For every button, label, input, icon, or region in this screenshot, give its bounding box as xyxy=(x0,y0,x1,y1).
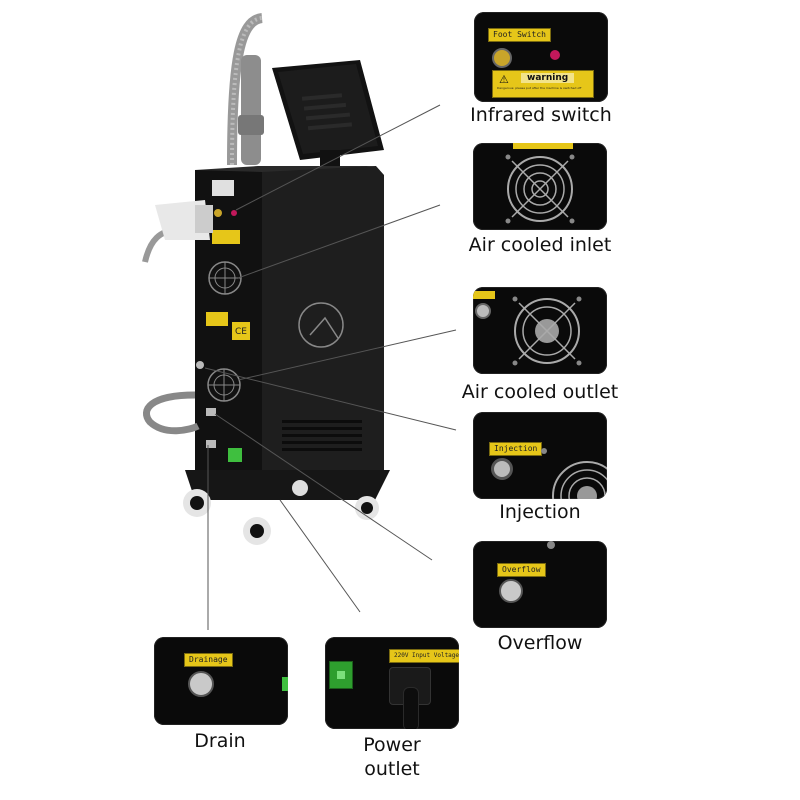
warning-label: ⚠ warning Dangerous: please put after th… xyxy=(492,70,594,98)
caption-power-outlet-line2: outlet xyxy=(364,758,420,780)
overflow-tag: Overflow xyxy=(497,563,546,577)
fan-icon xyxy=(512,296,582,366)
warning-title: warning xyxy=(521,73,575,83)
caption-drain: Drain xyxy=(194,730,246,752)
power-switch-icon xyxy=(329,661,353,689)
rating-sticker xyxy=(212,180,234,196)
indicator-light-icon xyxy=(550,50,560,60)
lower-hose xyxy=(143,391,200,435)
panel-infrared-switch: Foot Switch ⚠ warning Dangerous: please … xyxy=(474,12,608,102)
panel-air-cooled-outlet xyxy=(473,287,607,374)
drain-port xyxy=(206,440,216,448)
outlet-port-icon xyxy=(475,303,491,319)
panel-drain: Drainage xyxy=(154,637,288,725)
power-switch xyxy=(228,448,242,462)
caption-power-outlet-line1: Power xyxy=(363,734,421,756)
handpiece xyxy=(241,55,261,165)
upper-fan xyxy=(208,261,242,295)
indicator-light xyxy=(231,210,237,216)
power-tag: 220V Input Voltage xyxy=(389,649,459,663)
base xyxy=(183,470,390,545)
overflow-port xyxy=(206,408,216,416)
drain-port-icon xyxy=(188,671,214,697)
drain-tag: Drainage xyxy=(184,653,233,667)
warning-note: Dangerous: please put after the machine … xyxy=(497,86,582,90)
panel-air-cooled-inlet xyxy=(473,143,607,230)
foot-switch-tag: Foot Switch xyxy=(488,28,551,42)
panel-overflow: Overflow xyxy=(473,541,607,628)
caption-overflow: Overflow xyxy=(497,632,583,654)
fan-icon xyxy=(505,154,575,224)
caption-air-cooled-outlet: Air cooled outlet xyxy=(461,381,619,403)
power-socket-icon xyxy=(389,667,431,705)
injection-port-icon xyxy=(491,458,513,480)
cabinet xyxy=(195,166,384,478)
top-hose xyxy=(227,13,264,166)
connector-icon xyxy=(492,48,512,68)
svg-text:CE: CE xyxy=(235,327,247,337)
fan-icon xyxy=(552,461,607,499)
injection-port xyxy=(196,361,204,369)
foot-switch-port xyxy=(214,209,222,217)
display-screen xyxy=(272,60,384,166)
panel-injection: Injection xyxy=(473,412,607,499)
panel-power-outlet: 220V Input Voltage xyxy=(325,637,459,729)
leader-lines xyxy=(204,104,457,630)
side-handpiece xyxy=(142,200,213,263)
caption-infrared-switch: Infrared switch xyxy=(470,104,612,126)
lower-fan xyxy=(207,368,241,402)
power-cable xyxy=(403,687,419,729)
brand-logo xyxy=(298,302,344,348)
caption-injection: Injection xyxy=(499,501,581,523)
caption-air-cooled-inlet: Air cooled inlet xyxy=(468,234,612,256)
overflow-port-icon xyxy=(499,579,523,603)
